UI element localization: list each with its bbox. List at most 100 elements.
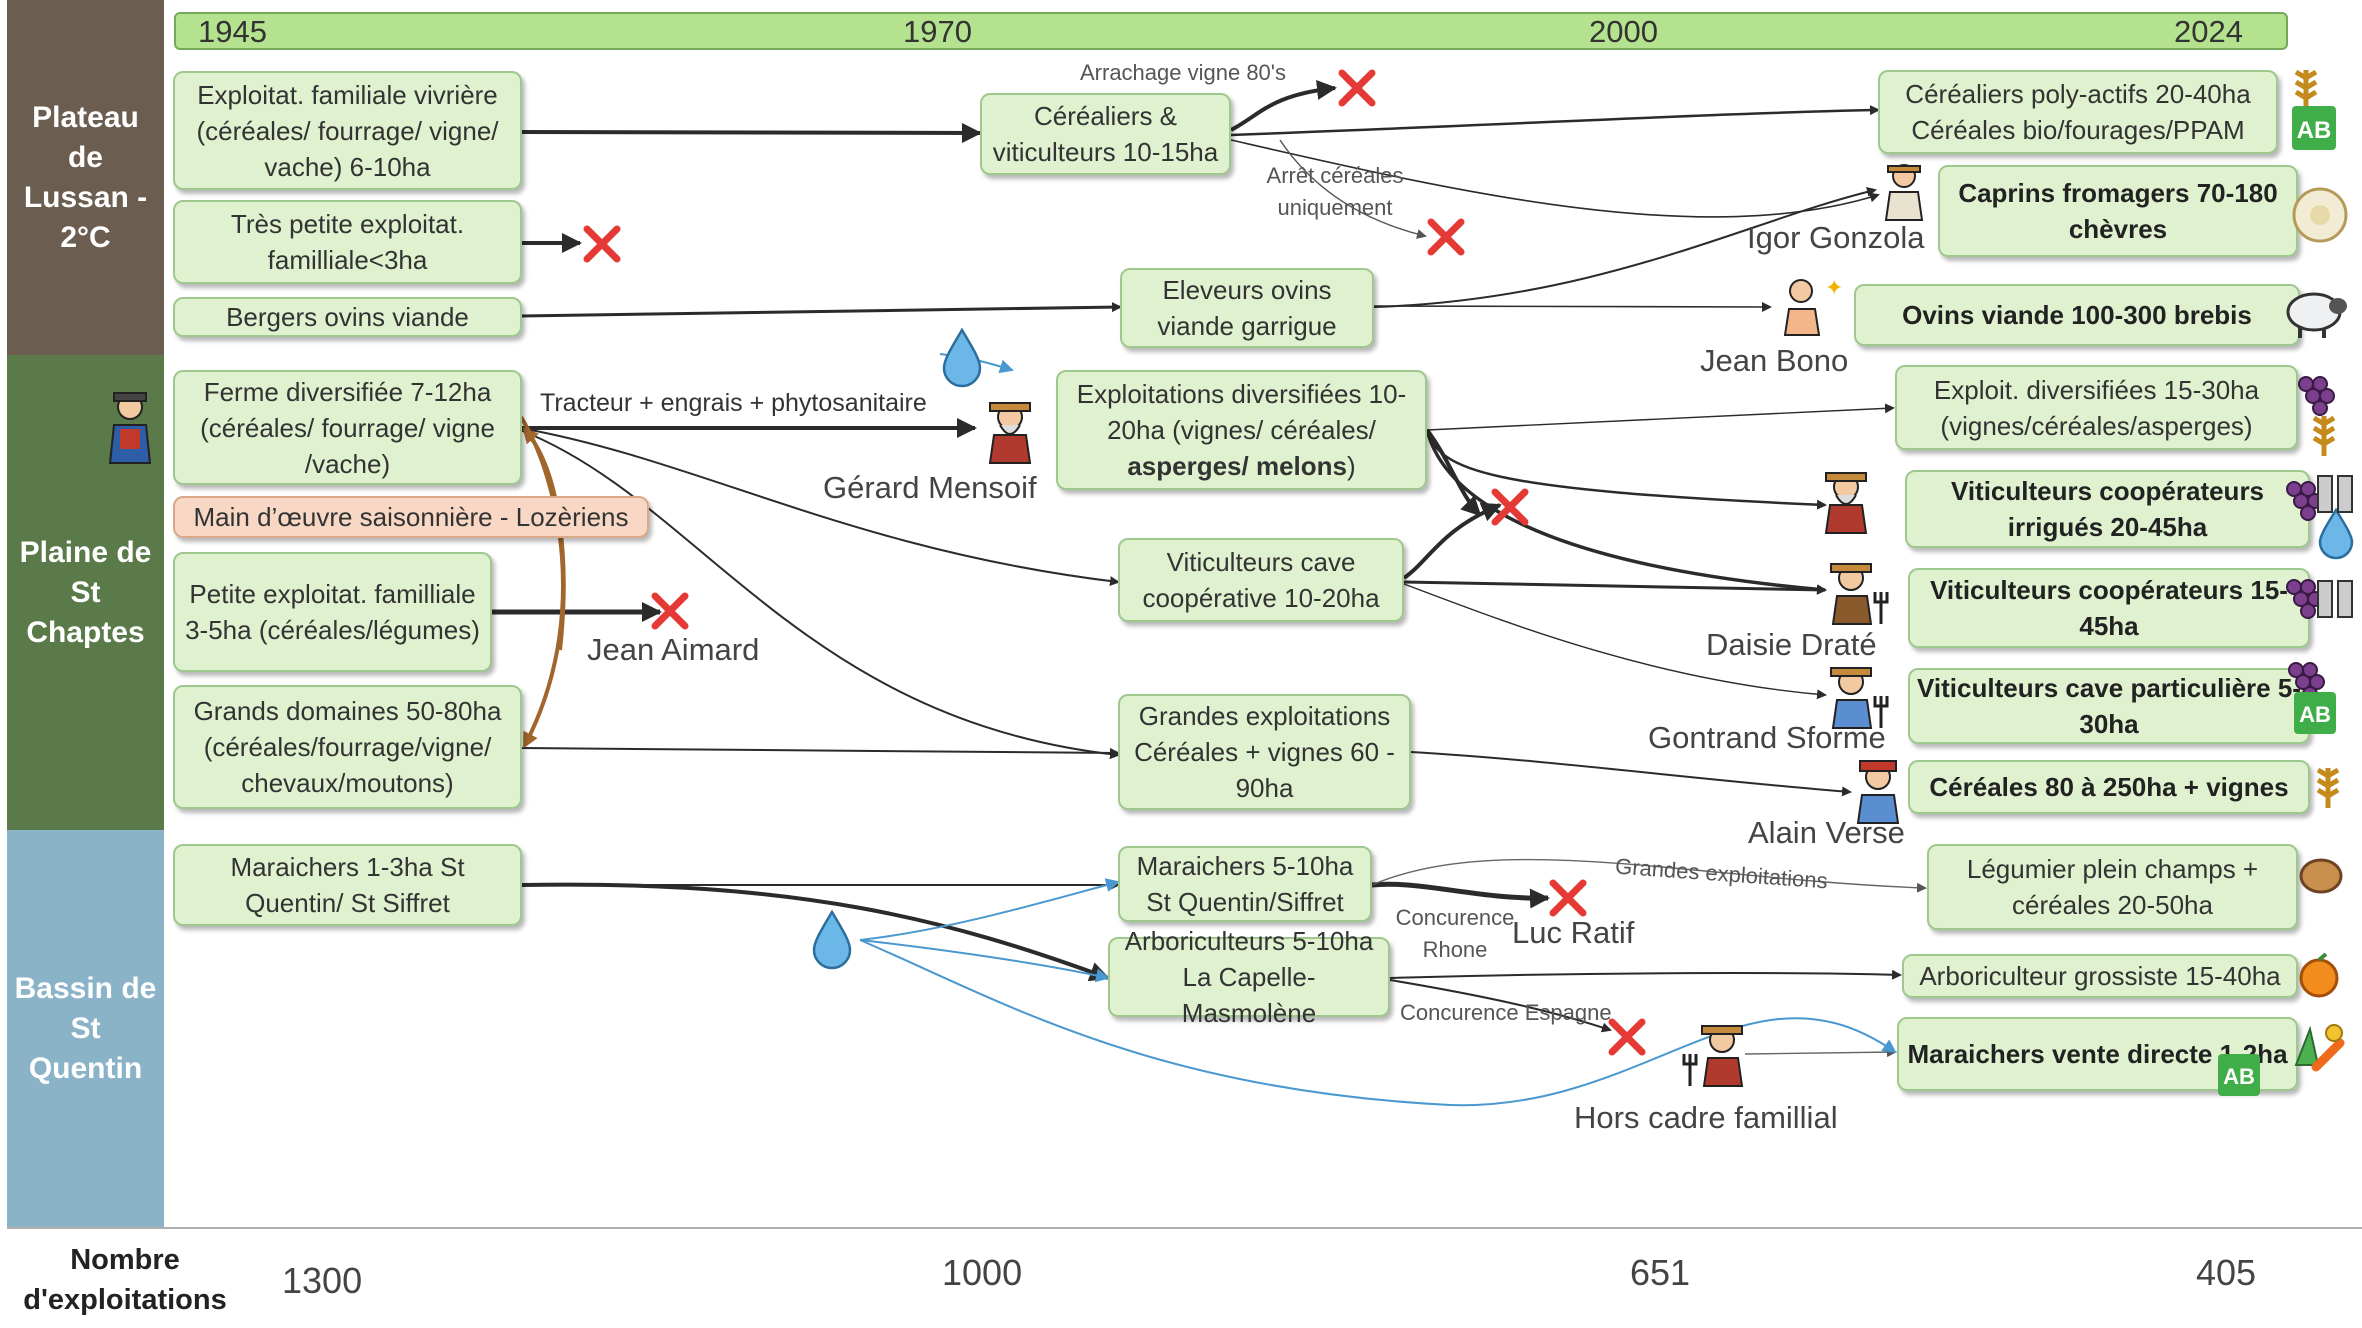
- organic-ab-icon: AB: [2294, 692, 2336, 734]
- person-luc-ratif: Luc Ratif: [1512, 915, 1635, 950]
- label-arrachage: Arrachage vigne 80's: [1080, 60, 1286, 85]
- year-2000: 2000: [1589, 14, 1658, 49]
- node-maraichers-1945: Maraichers 1-3ha St Quentin/ St Siffret: [173, 844, 522, 926]
- node-cereales-vignes: Céréales 80 à 250ha + vignes: [1908, 760, 2310, 814]
- region-bassin: Bassin de St Quentin: [7, 830, 164, 1227]
- grapes-icon: [2286, 579, 2323, 619]
- node-legumier: Légumier plein champs + céréales 20-50ha: [1927, 844, 2298, 930]
- sheep-icon: [2286, 292, 2347, 338]
- cross-arrachage: [1338, 69, 1376, 107]
- node-cerealiers-viticulteurs: Céréaliers & viticulteurs 10-15ha: [980, 93, 1231, 175]
- node-arbo-grossiste: Arboriculteur grossiste 15-40ha: [1902, 954, 2298, 998]
- water-drop-icon: [942, 327, 982, 388]
- node-cerealiers-poly-line1: Céréaliers poly-actifs 20-40ha: [1905, 79, 2251, 109]
- node-maraichers-1970: Maraichers 5-10ha St Quentin/Siffret: [1118, 846, 1372, 922]
- node-expl-div-bold: asperges/ melons: [1127, 451, 1347, 481]
- svg-text:AB: AB: [2223, 1064, 2255, 1089]
- cross-tres-petite: [583, 225, 621, 263]
- edges-bassin: [520, 858, 1927, 1107]
- node-viti-cooperateurs: Viticulteurs coopérateurs 15-45ha: [1908, 568, 2310, 648]
- organic-ab-icon: AB: [2292, 106, 2336, 150]
- svg-text:AB: AB: [2297, 117, 2332, 144]
- farmer-icon: [1856, 760, 1900, 824]
- farmer-pitchfork-icon: [1682, 1025, 1744, 1087]
- person-hors-cadre: Hors cadre famillial: [1574, 1100, 1838, 1135]
- person-igor-gonzola: Igor Gonzola: [1747, 220, 1925, 255]
- orange-icon: [2299, 952, 2339, 998]
- count-1945: 1300: [282, 1260, 363, 1301]
- node-exploitations-diversifiees: Exploitations diversifiées 10-20ha (vign…: [1056, 370, 1427, 490]
- node-viticulteurs-cave: Viticulteurs cave coopérative 10-20ha: [1118, 538, 1404, 622]
- node-exploit-familiale: Exploitat. familiale vivrière (céréales/…: [173, 71, 522, 190]
- node-expl-div-paren: ): [1346, 451, 1356, 481]
- node-cerealiers-poly: Céréaliers poly-actifs 20-40ha Céréales …: [1878, 70, 2278, 154]
- farmer-icon: [1824, 472, 1868, 534]
- wine-tank-icon: [2317, 475, 2353, 513]
- dead-end-crosses: [583, 69, 1646, 1056]
- person-gerard-mensoif: Gérard Mensoif: [823, 470, 1037, 505]
- person-daisie-drate: Daisie Draté: [1706, 627, 1877, 662]
- node-maraichers-direct: Maraichers vente directe 1-2ha: [1897, 1017, 2298, 1091]
- grapes-icon: [2298, 376, 2335, 416]
- node-exploit-diversifiees-2024: Exploit. diversifiées 15-30ha (vignes/cé…: [1895, 365, 2298, 450]
- label-concurence-espagne: Concurence Espagne: [1400, 1000, 1612, 1025]
- node-grandes-exploitations: Grandes exploitations Céréales + vignes …: [1118, 694, 1411, 810]
- water-drop-icon: [812, 909, 852, 970]
- node-expl-div-line2: asperges/ melons): [1127, 448, 1355, 484]
- node-grands-domaines: Grands domaines 50-80ha (céréales/fourra…: [173, 685, 522, 809]
- farmer-icon: [988, 402, 1032, 464]
- node-bergers: Bergers ovins viande: [173, 297, 522, 337]
- year-2024: 2024: [2174, 14, 2243, 49]
- shepherd-icon: ✦: [1783, 275, 1843, 336]
- label-tracteur: Tracteur + engrais + phytosanitaire: [540, 389, 927, 417]
- node-arboriculteurs-1970: Arboriculteurs 5-10ha La Capelle-Masmolè…: [1108, 926, 1390, 1028]
- farmer-icon: [1884, 164, 1924, 221]
- year-1970: 1970: [903, 14, 972, 49]
- cross-concurence-espagne: [1608, 1018, 1646, 1056]
- node-caprins: Caprins fromagers 70-180 chèvres: [1938, 165, 2298, 257]
- node-ovins: Ovins viande 100-300 brebis: [1854, 284, 2300, 346]
- node-tres-petite: Très petite exploitat. familliale<3ha: [173, 200, 522, 284]
- region-plateau: Plateau de Lussan - 2°C: [7, 0, 164, 355]
- node-cerealiers-poly-line2: Céréales bio/fourages/PPAM: [1911, 115, 2245, 145]
- footer-title: Nombre d'exploitations: [23, 1244, 227, 1316]
- count-1970: 1000: [942, 1252, 1023, 1293]
- label-arret-cereales: Arrêt céréales uniquement: [1266, 163, 1404, 220]
- person-jean-bono: Jean Bono: [1700, 343, 1849, 378]
- organic-ab-icon: AB: [2218, 1054, 2260, 1096]
- farmer-pitchfork-icon: [1830, 667, 1889, 729]
- year-1945: 1945: [198, 14, 267, 49]
- farmer-icon: [108, 392, 152, 464]
- node-ferme-diversifiee: Ferme diversifiée 7-12ha (céréales/ four…: [173, 370, 522, 485]
- timeline-bar: [174, 12, 2288, 50]
- cross-jean-aimard: [651, 592, 689, 630]
- water-drop-icon: [2318, 507, 2354, 560]
- farmer-woman-icon: [1830, 563, 1889, 625]
- svg-text:AB: AB: [2299, 702, 2331, 727]
- node-expl-div-line1: Exploitations diversifiées 10-20ha (vign…: [1076, 379, 1407, 445]
- wine-tank-icon: [2317, 580, 2353, 618]
- person-jean-aimard: Jean Aimard: [587, 632, 760, 667]
- edges-plaine: [490, 353, 1895, 797]
- potato-icon: [2299, 858, 2343, 894]
- cheese-icon: [2292, 187, 2348, 243]
- node-viti-particuliere: Viticulteurs cave particulière 5-30ha: [1908, 668, 2310, 744]
- node-main-oeuvre: Main d’œuvre saisonnière - Lozèriens: [173, 496, 649, 538]
- wheat-icon: [2316, 767, 2340, 808]
- cross-luc-ratif: [1549, 879, 1587, 917]
- edges-plateau: [520, 79, 1880, 318]
- count-2024: 405: [2196, 1252, 2257, 1293]
- node-petite-exploit: Petite exploitat. familliale 3-5ha (céré…: [173, 552, 492, 672]
- svg-text:✦: ✦: [1825, 275, 1843, 300]
- grapes-icon: [2286, 481, 2323, 521]
- node-eleveurs-ovins: Eleveurs ovins viande garrigue: [1120, 268, 1374, 348]
- label-concurence-rhone: Concurence Rhone: [1395, 905, 1515, 962]
- node-viti-irrigues: Viticulteurs coopérateurs irrigués 20-45…: [1905, 470, 2310, 548]
- wheat-icon: [2312, 415, 2336, 456]
- count-2000: 651: [1630, 1252, 1691, 1293]
- vegetables-icon: [2294, 1024, 2345, 1072]
- cross-plaine: [1491, 488, 1529, 526]
- wheat-icon: [2294, 69, 2318, 110]
- cross-arret-cereales: [1427, 218, 1465, 256]
